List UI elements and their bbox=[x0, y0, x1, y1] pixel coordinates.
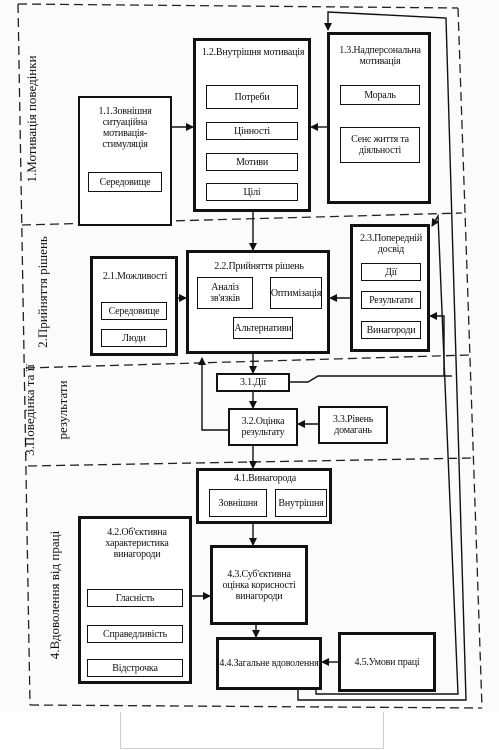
box-subjective-reward-evaluation: 4.3.Суб'єктивна оцінка корисності винаго… bbox=[210, 545, 308, 625]
item-meaning-of-life: Сенс життя та діяльності bbox=[340, 127, 420, 163]
box-internal-motivation: 1.2.Внутрішня мотивація Потреби Цінності… bbox=[193, 38, 311, 212]
item-morality: Мораль bbox=[340, 85, 420, 105]
item-environment: Середовище bbox=[101, 302, 167, 320]
section-label-motivation: 1.Мотивація поведінки bbox=[24, 55, 39, 183]
item-needs: Потреби bbox=[206, 85, 298, 109]
section-label-behavior: 3.Поведінка та її bbox=[22, 364, 37, 456]
item-environment: Середовище bbox=[88, 172, 162, 192]
item-internal: Внутрішня bbox=[275, 489, 327, 517]
item-actions: Дії bbox=[361, 263, 421, 281]
item-results: Результати bbox=[361, 291, 421, 309]
box-title: 1.3.Надперсональна мотивація bbox=[339, 45, 421, 67]
item-optimization: Оптимізація bbox=[270, 277, 322, 309]
box-objective-reward-characteristics: 4.2.Об'єктивна характеристика винагороди… bbox=[78, 516, 192, 684]
item-publicity: Гласність bbox=[87, 589, 183, 607]
section-label-decisions: 2.Прийняття рішень bbox=[35, 236, 50, 348]
box-external-motivation: 1.1.Зовнішня ситуаційна мотивація-стимул… bbox=[78, 96, 172, 226]
box-result-evaluation: 3.2.Оцінка результату bbox=[228, 408, 298, 446]
item-motives: Мотиви bbox=[206, 153, 298, 171]
box-opportunities: 2.1.Можливості Середовище Люди bbox=[90, 256, 178, 356]
item-people: Люди bbox=[101, 329, 167, 347]
item-goals: Цілі bbox=[206, 183, 298, 201]
item-fairness: Справедливість bbox=[87, 625, 183, 643]
box-aspiration-level: 3.3.Рівень домагань bbox=[318, 406, 388, 444]
box-title: 2.3.Попередній досвід bbox=[359, 233, 423, 255]
item-analysis: Аналіз зв'язків bbox=[197, 277, 253, 309]
box-prior-experience: 2.3.Попередній досвід Дії Результати Вин… bbox=[350, 224, 430, 352]
item-values: Цінності bbox=[206, 122, 298, 140]
item-rewards: Винагороди bbox=[361, 321, 421, 339]
paper-edge bbox=[120, 712, 384, 749]
box-title: 1.2.Внутрішня мотивація bbox=[201, 47, 305, 58]
box-decision-making: 2.2.Прийняття рішень Аналіз зв'язків Опт… bbox=[186, 250, 330, 354]
section-label-results: результати bbox=[55, 380, 70, 440]
box-reward: 4.1.Винагорода Зовнішня Внутрішня bbox=[196, 468, 332, 524]
box-superpersonal-motivation: 1.3.Надперсональна мотивація Мораль Сенс… bbox=[327, 32, 431, 204]
box-title: 2.1.Можливості bbox=[102, 271, 168, 282]
box-working-conditions: 4.5.Умови праці bbox=[338, 632, 436, 692]
box-overall-satisfaction: 4.4.Загальне вдоволення bbox=[216, 637, 322, 690]
item-external: Зовнішня bbox=[209, 489, 267, 517]
box-title: 4.1.Винагорода bbox=[233, 473, 297, 484]
item-alternatives: Альтернативи bbox=[233, 317, 293, 339]
box-title: 4.2.Об'єктивна характеристика винагороди bbox=[105, 527, 169, 560]
section-label-satisfaction: 4.Вдоволення від праці bbox=[47, 530, 62, 660]
box-title: 1.1.Зовнішня ситуаційна мотивація-стимул… bbox=[98, 106, 152, 150]
box-actions: 3.1.Дії bbox=[216, 373, 290, 392]
box-title: 2.2.Прийняття рішень bbox=[214, 261, 304, 272]
item-delay: Відстрочка bbox=[87, 659, 183, 677]
